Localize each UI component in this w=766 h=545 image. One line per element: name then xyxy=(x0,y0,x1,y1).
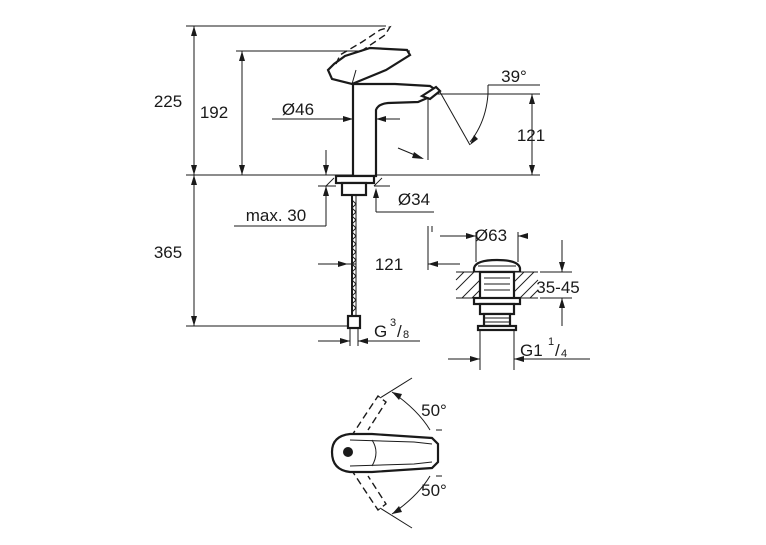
dim-225-label: 225 xyxy=(154,92,182,111)
dim-d63-label: Ø63 xyxy=(475,226,507,245)
faucet-body xyxy=(351,82,438,178)
dim-365-label: 365 xyxy=(154,243,182,262)
svg-text:4: 4 xyxy=(561,348,567,360)
angle-50-bottom-label: 50° xyxy=(421,481,447,500)
lever-handle xyxy=(326,46,412,86)
supply-hose xyxy=(351,195,357,318)
svg-text:/: / xyxy=(555,341,560,360)
waste-body xyxy=(478,270,516,302)
hose-fitting xyxy=(346,314,362,330)
svg-text:G1: G1 xyxy=(520,341,543,360)
dim-121-vertical-label: 121 xyxy=(517,126,545,145)
dim-d46-label: Ø46 xyxy=(282,100,314,119)
dim-35-45-label: 35-45 xyxy=(536,278,579,297)
svg-text:G: G xyxy=(374,322,387,341)
angle-50-top-label: 50° xyxy=(421,401,447,420)
waste-thread-label: G1 1 / 4 xyxy=(520,336,567,360)
pop-up-waste: Ø63 35-45 xyxy=(431,226,590,370)
supply-thread-label: G 3 / 8 xyxy=(374,317,409,341)
spout-angle-ray xyxy=(439,91,471,146)
angle-39-label: 39° xyxy=(501,67,527,86)
dim-192-label: 192 xyxy=(200,103,228,122)
svg-text:3: 3 xyxy=(390,317,396,329)
swivel-ghost-upper xyxy=(344,394,387,447)
spout-outlet xyxy=(419,85,442,101)
swivel-ghost-lower xyxy=(344,459,387,512)
top-view-body xyxy=(330,432,440,474)
aerator-point xyxy=(343,447,353,457)
svg-text:1: 1 xyxy=(548,336,554,348)
handle-raised-position xyxy=(335,25,392,65)
dim-d34-label: Ø34 xyxy=(398,190,430,209)
dim-max30-label: max. 30 xyxy=(246,206,306,225)
mounting-nut xyxy=(340,181,368,197)
svg-text:8: 8 xyxy=(403,329,409,341)
top-view: 50° 50° xyxy=(330,377,447,529)
dim-121-horizontal-label: 121 xyxy=(375,255,403,274)
angle-39-arc xyxy=(469,93,489,143)
svg-text:/: / xyxy=(397,322,402,341)
